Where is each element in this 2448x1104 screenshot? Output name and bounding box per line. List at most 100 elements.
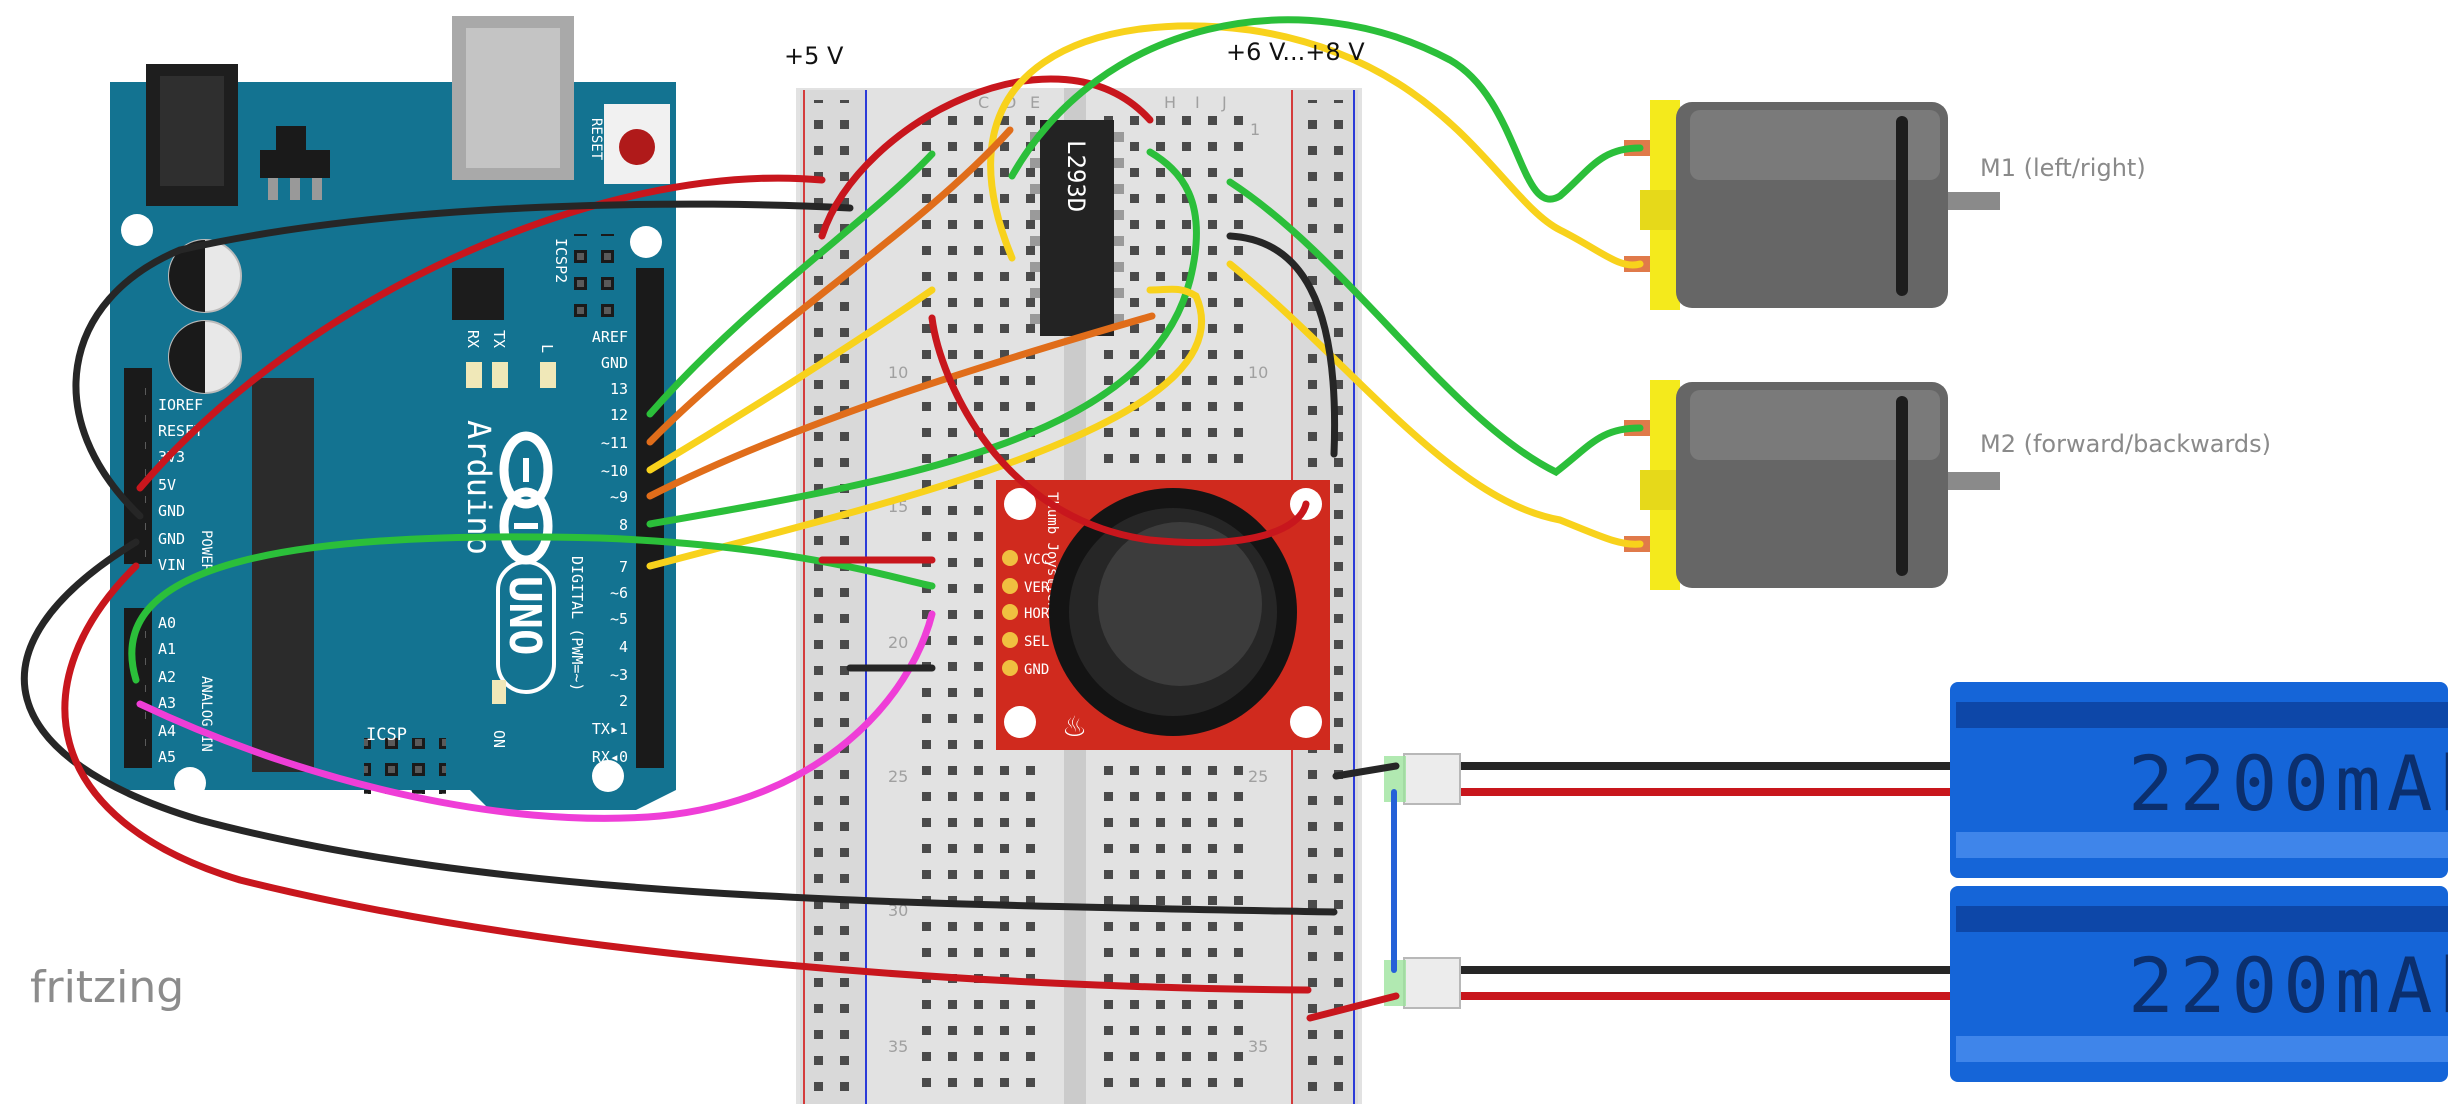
col-label: H <box>1164 93 1176 112</box>
capacitor <box>168 320 242 394</box>
col-label: E <box>1030 93 1040 112</box>
pin-label: A0 <box>158 614 176 632</box>
pin-label: ~11 <box>601 434 628 452</box>
battery-2: 2200mAh <box>1950 886 2448 1082</box>
supply-motor-label: +6 V...+8 V <box>1226 38 1365 66</box>
row-numbers-left: 1 10 15 20 25 30 35 <box>888 120 1260 1056</box>
arduino-logo-icon <box>499 431 553 565</box>
wire-black <box>20 538 1338 916</box>
wire-red <box>818 75 1154 240</box>
battery-connector <box>1403 753 1461 805</box>
col-label: I <box>1195 93 1200 112</box>
pin-label: GND <box>601 354 628 372</box>
pin-label: ~6 <box>610 584 628 602</box>
ic-label: L293D <box>1062 140 1090 212</box>
pin-label: VERT <box>1024 580 1058 596</box>
pin-label: A5 <box>158 748 176 766</box>
uno-model: UNO <box>499 576 550 655</box>
row-number: 10 <box>888 363 908 382</box>
microcontroller-chip <box>252 378 314 772</box>
wires <box>20 16 1644 1022</box>
wire-red <box>928 314 1310 547</box>
pin-label: RX◂0 <box>592 748 628 766</box>
pin-label: ~3 <box>610 666 628 684</box>
digital-pin-labels: AREF GND 13 12 ~11 ~10 ~9 8 7 ~6 ~5 4 ~3… <box>592 328 628 766</box>
uno-badge <box>496 560 556 694</box>
digital-pin-column <box>642 270 658 766</box>
pin-label: GND <box>1024 662 1049 678</box>
row-number: 25 <box>888 767 908 786</box>
battery2-capacity: 2200mAh <box>2128 941 2448 1030</box>
row-number: 10 <box>1248 363 1268 382</box>
motor-m1: M1 (left/right) <box>1624 100 2146 310</box>
wire-orange <box>646 126 1014 446</box>
battery-1: 2200mAh <box>1950 682 2448 878</box>
pin-label: A2 <box>158 668 176 686</box>
power-label: POWER <box>198 530 214 573</box>
row-number: 35 <box>888 1037 908 1056</box>
motor-m2: M2 (forward/backwards) <box>1624 380 2271 590</box>
pin-label: VCC <box>1024 552 1049 568</box>
row-number: 25 <box>1248 767 1268 786</box>
row-numbers-right: 10 25 35 <box>1248 363 1268 1056</box>
fritzing-logo: fritzing <box>30 962 184 1013</box>
motor1-label: M1 (left/right) <box>1980 154 2146 182</box>
icsp2-header <box>570 234 626 318</box>
arduino-name: Arduino <box>460 420 498 555</box>
on-label: ON <box>490 730 508 748</box>
wire-green <box>1008 16 1644 203</box>
sparkfun-flame-icon: ♨ <box>1062 710 1087 743</box>
column-labels: C D E H I J <box>978 93 1227 112</box>
arduino-board: RESET ICSP2 RX TX L Arduino <box>110 16 676 810</box>
pin-label: IOREF <box>158 396 203 414</box>
capacitor <box>168 239 242 313</box>
pin-label: A1 <box>158 640 176 658</box>
wire-green <box>646 150 936 418</box>
led-rx-label: RX <box>464 330 482 348</box>
wire-black <box>72 200 854 520</box>
supply-5v-label: +5 V <box>784 42 844 70</box>
wire-red <box>136 174 826 492</box>
analog-label: ANALOG IN <box>198 676 214 752</box>
pin-label: ~10 <box>601 462 628 480</box>
pin-label: 4 <box>619 638 628 656</box>
row-number: 1 <box>1250 120 1260 139</box>
digital-label: DIGITAL (PWM=~) <box>568 556 586 691</box>
wire-green <box>646 148 1200 528</box>
pin-label: ~9 <box>610 488 628 506</box>
pin-label: VIN <box>158 556 185 574</box>
pin-label: A3 <box>158 694 176 712</box>
pin-label: 13 <box>610 380 628 398</box>
wire-yellow <box>1226 260 1644 548</box>
pin-label: GND <box>158 530 185 548</box>
battery-leads <box>1384 753 1950 1009</box>
wire-magenta <box>136 610 936 822</box>
row-number: 30 <box>888 901 908 920</box>
wire-yellow <box>987 22 1644 269</box>
joystick-knob[interactable] <box>1049 488 1297 736</box>
row-number: 20 <box>888 633 908 652</box>
wire-orange <box>646 312 1156 500</box>
pin-label: ~5 <box>610 610 628 628</box>
row-number: 35 <box>1248 1037 1268 1056</box>
wire-yellow <box>646 285 1206 570</box>
col-label: C <box>978 93 989 112</box>
battery-connector <box>1403 957 1461 1009</box>
motor2-label: M2 (forward/backwards) <box>1980 430 2271 458</box>
icsp2-label: ICSP2 <box>552 238 570 283</box>
pin-label: AREF <box>592 328 628 346</box>
pin-label: 8 <box>619 516 628 534</box>
pin-label: 7 <box>619 558 628 576</box>
wire-red <box>61 562 1312 994</box>
pin-label: 12 <box>610 406 628 424</box>
pin-label: 2 <box>619 692 628 710</box>
wire-green <box>1226 178 1644 477</box>
icsp-label: ICSP <box>366 725 407 745</box>
pin-label: A4 <box>158 722 176 740</box>
led-tx-label: TX <box>490 330 508 348</box>
led-l-label: L <box>538 344 556 353</box>
l293d-chip: L293D <box>1030 120 1124 336</box>
icsp-header <box>364 738 446 794</box>
pin-label: 5V <box>158 476 176 494</box>
pin-label: TX▸1 <box>592 720 628 738</box>
